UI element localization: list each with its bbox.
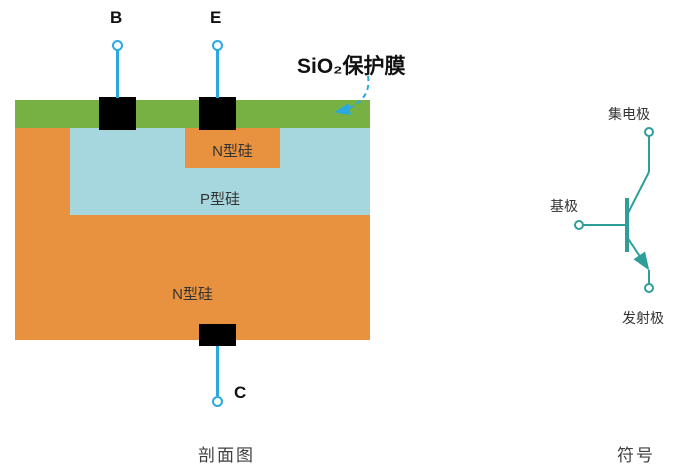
- collector-contact: [199, 324, 236, 346]
- emitter-wire: [216, 48, 219, 98]
- collector-wire: [216, 346, 219, 396]
- dashed-arrow-path: [334, 75, 370, 116]
- terminal-label-b: B: [110, 8, 123, 27]
- terminal-label-e: E: [210, 8, 222, 27]
- symbol-emitter-node: [644, 283, 654, 293]
- sio2-callout-arrow: [334, 75, 370, 116]
- sio2-callout-label: SiO₂保护膜: [297, 55, 406, 78]
- emitter-region-label: N型硅: [212, 143, 253, 160]
- collector-region-label: N型硅: [172, 286, 213, 303]
- collector-diagonal: [626, 171, 650, 216]
- terminal-label-c: C: [234, 383, 247, 402]
- sio2-protective-layer: [15, 100, 370, 128]
- symbol-emitter-label: 发射极: [622, 310, 664, 326]
- emitter-terminal-node: [212, 40, 223, 51]
- emitter-n-region: [185, 128, 280, 168]
- base-terminal-node: [112, 40, 123, 51]
- collector-terminal-node: [212, 396, 223, 407]
- base-wire: [116, 48, 119, 98]
- symbol-collector-node: [644, 127, 654, 137]
- symbol-base-label: 基极: [550, 198, 578, 214]
- symbol-caption: 符号: [617, 446, 655, 465]
- base-contact: [99, 97, 136, 130]
- emitter-contact: [199, 97, 236, 130]
- symbol-base-node: [574, 220, 584, 230]
- transistor-symbol: [574, 127, 654, 293]
- emitter-diagonal-arrow: [626, 236, 650, 271]
- base-region-label: P型硅: [199, 191, 240, 208]
- cross-section-caption: 剖面图: [198, 446, 255, 465]
- symbol-collector-label: 集电极: [608, 106, 650, 122]
